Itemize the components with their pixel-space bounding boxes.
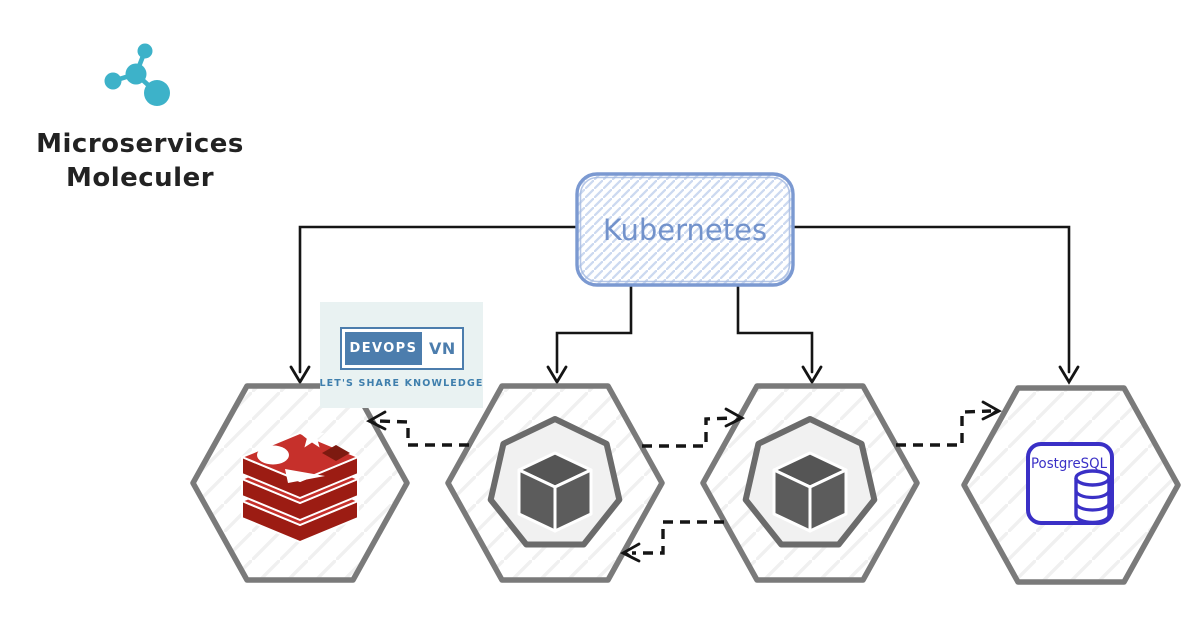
database-cylinder-icon (1074, 469, 1111, 525)
postgresql-icon: PostgreSQL (1026, 442, 1114, 525)
redis-icon (241, 424, 359, 543)
vn-wordmark: VN (428, 339, 456, 358)
postgresql-label: PostgreSQL (1031, 456, 1107, 472)
dashed-arrow-service2-postgresql (896, 400, 1002, 447)
connector-kubernetes-redis (289, 225, 579, 385)
watermark-tagline: LET'S SHARE KNOWLEDGE (319, 378, 484, 389)
molecule-icon (104, 43, 170, 106)
redis-triangle (285, 469, 325, 483)
brand-logo: Microservices Moleculer (30, 38, 250, 196)
connector-kubernetes-service1 (546, 283, 633, 385)
package-cube-icon (742, 416, 878, 548)
brand-title: Microservices Moleculer (30, 128, 250, 196)
dashed-arrow-service2-service1 (620, 520, 724, 563)
connector-kubernetes-postgresql (791, 225, 1080, 385)
redis-star (299, 424, 325, 448)
hexagon-node-redis (190, 383, 410, 583)
package-cube-icon (487, 416, 623, 548)
dashed-arrow-service1-service2 (642, 407, 745, 448)
hexagon-node-service-2 (700, 383, 920, 583)
kubernetes-box: Kubernetes (575, 172, 795, 287)
devops-wordmark: DEVOPS (344, 332, 423, 365)
devopsvn-logo: DEVOPS VN (339, 327, 464, 370)
kubernetes-label: Kubernetes (603, 213, 767, 247)
devopsvn-watermark: DEVOPS VN LET'S SHARE KNOWLEDGE (319, 302, 484, 408)
brand-title-line1: Microservices (36, 129, 244, 159)
hexagon-node-service-1 (445, 383, 665, 583)
connector-kubernetes-service2 (736, 283, 823, 385)
redis-ellipse (257, 445, 289, 465)
redis-cube-hole (322, 445, 350, 461)
brand-title-line2: Moleculer (65, 162, 215, 193)
hexagon-node-postgresql: PostgreSQL (961, 385, 1181, 585)
dashed-arrow-service1-redis (366, 410, 469, 447)
